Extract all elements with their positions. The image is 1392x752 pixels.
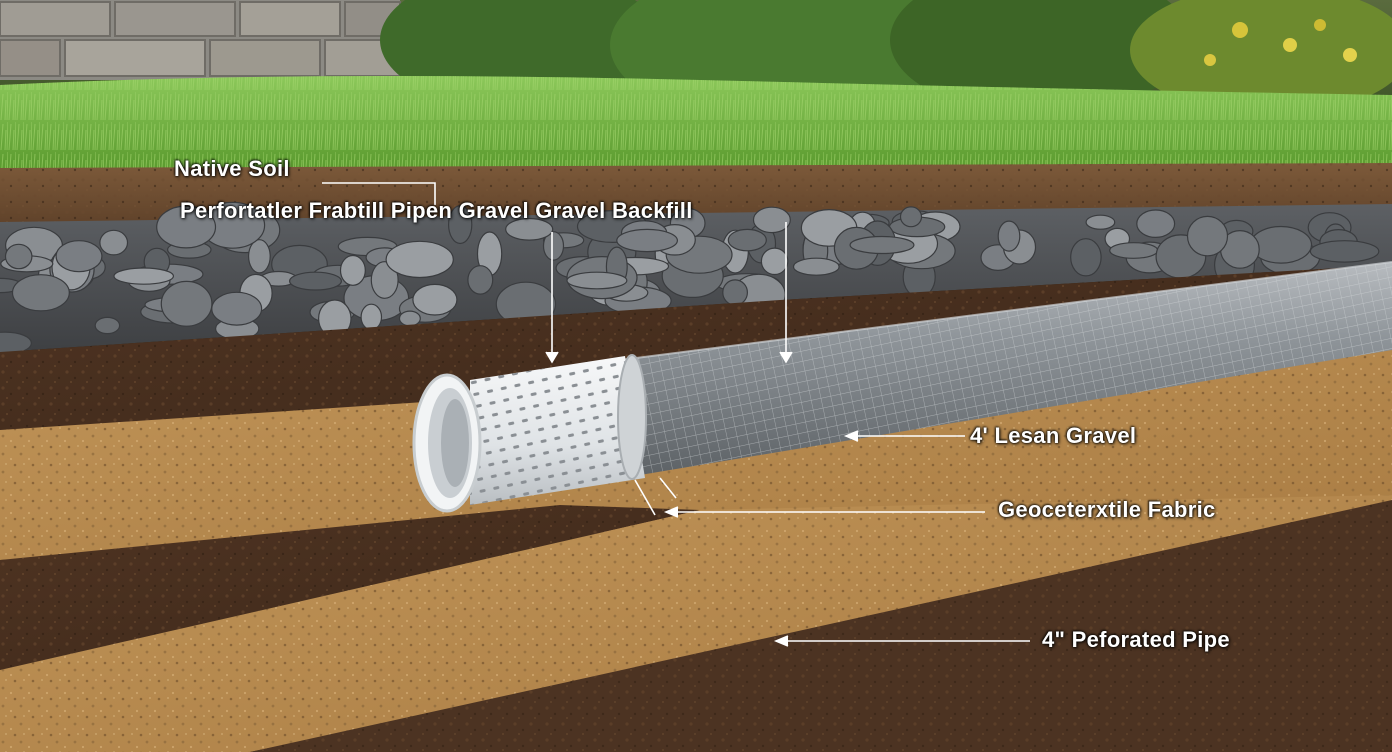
sand-layer-lower xyxy=(0,495,1392,752)
gravel-rock xyxy=(99,229,129,256)
gravel-rock xyxy=(727,228,767,252)
gravel-rock xyxy=(113,267,175,285)
gravel-rock xyxy=(247,239,271,274)
gravel-rock xyxy=(385,240,454,279)
gravel-rock xyxy=(55,240,103,273)
label-geotextile-fabric: Geoceterxtile Fabric xyxy=(998,497,1216,522)
gravel-rock xyxy=(412,283,458,316)
gravel-rock xyxy=(360,303,383,331)
gravel-rock xyxy=(752,206,791,234)
gravel-rock xyxy=(505,217,554,241)
gravel-rock xyxy=(160,280,213,327)
gravel-rock xyxy=(722,279,748,306)
callout-lines xyxy=(322,182,1030,647)
gravel-rock xyxy=(156,205,217,249)
grass-layer xyxy=(0,76,1392,170)
gravel-rock xyxy=(94,316,121,335)
gravel-rock xyxy=(1309,240,1380,263)
gravel-rock xyxy=(467,265,494,295)
gravel-rock xyxy=(760,247,789,276)
gravel-rock xyxy=(1136,209,1176,238)
gravel-rock xyxy=(1085,214,1116,230)
gravel-rock xyxy=(997,220,1021,252)
gravel-rock xyxy=(4,243,33,270)
gravel-rock xyxy=(566,271,628,290)
gravel-rock xyxy=(1070,238,1102,277)
label-top-row: Perfortatler Frabtill Pipen Gravel Grave… xyxy=(180,198,693,223)
gravel-rock xyxy=(289,271,343,291)
gravel-rock xyxy=(542,231,565,261)
gravel-rock xyxy=(1109,242,1159,259)
gravel-rock xyxy=(11,274,70,312)
gravel-rock xyxy=(616,228,678,253)
gravel-rock xyxy=(398,310,421,327)
label-lesan-gravel: 4' Lesan Gravel xyxy=(970,423,1137,448)
native-soil-bottom xyxy=(250,500,1392,752)
label-perforated-pipe: 4" Peforated Pipe xyxy=(1042,627,1230,652)
gravel-rock xyxy=(448,205,473,245)
gravel-rock xyxy=(370,261,399,299)
gravel-rock xyxy=(849,235,915,255)
stone-wall xyxy=(0,0,401,80)
gravel-rock xyxy=(339,254,366,286)
gravel-rock xyxy=(792,257,840,276)
native-soil-callout xyxy=(322,182,436,205)
gravel-rock xyxy=(1249,225,1313,264)
dark-soil-band-middle xyxy=(0,505,700,670)
gravel-rock xyxy=(899,206,923,228)
label-native-soil: Native Soil xyxy=(174,156,290,181)
gravel-rock xyxy=(1186,215,1229,257)
perforated-pipe xyxy=(412,261,1392,513)
gravel-rock xyxy=(211,291,263,326)
